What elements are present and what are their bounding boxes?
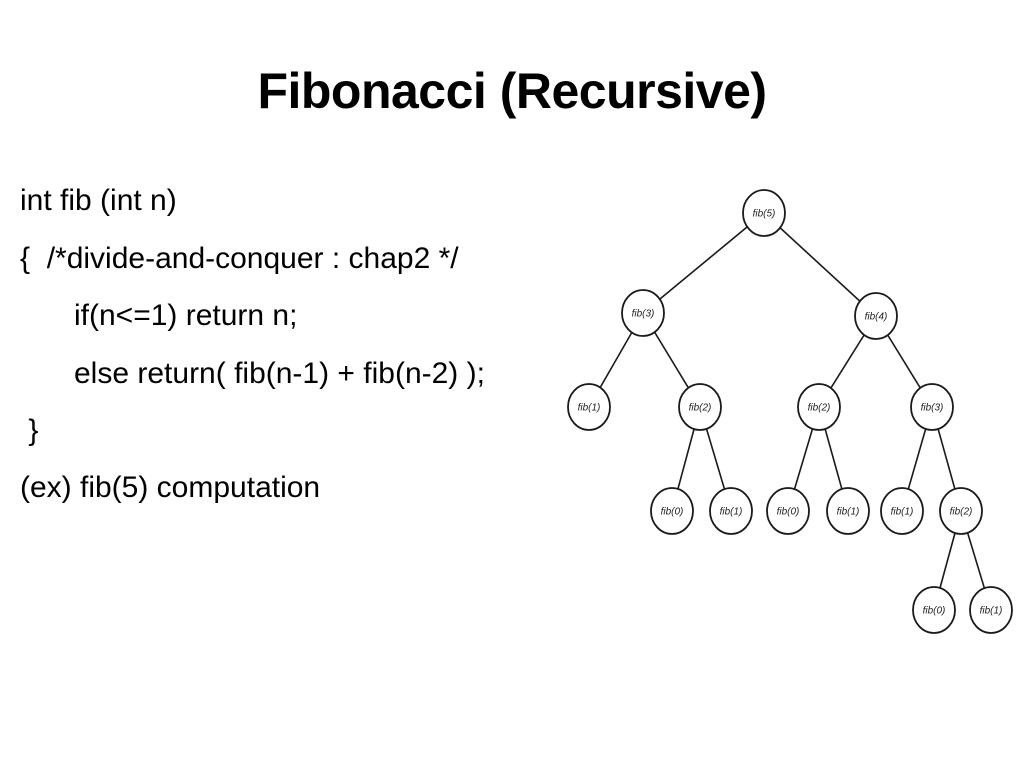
tree-node-label: fib(1) bbox=[720, 507, 743, 518]
tree-node-n3a2: fib(2) bbox=[678, 383, 722, 431]
code-line-else: else return( fib(n-1) + fib(n-2) ); bbox=[74, 357, 485, 390]
tree-node-l6: fib(2) bbox=[939, 487, 983, 535]
tree-node-circle bbox=[939, 487, 983, 535]
tree-node-n4a3: fib(3) bbox=[910, 383, 954, 431]
tree-node-l5: fib(1) bbox=[880, 487, 924, 535]
tree-node-n3: fib(3) bbox=[621, 289, 665, 337]
code-line-signature: int fib (int n) bbox=[20, 184, 177, 217]
tree-node-label: fib(1) bbox=[980, 606, 1003, 617]
code-line-example: (ex) fib(5) computation bbox=[20, 471, 321, 504]
tree-node-label: fib(0) bbox=[923, 606, 946, 617]
tree-edge-n5-n3 bbox=[642, 212, 765, 314]
tree-node-l2: fib(1) bbox=[709, 487, 753, 535]
tree-node-label: fib(3) bbox=[921, 403, 944, 414]
tree-node-label: fib(3) bbox=[632, 309, 655, 320]
recursion-tree-diagram: fib(5) fib(4) fib(3) fib(1) fib(2) fib(2) fib(… bbox=[542, 162, 1024, 652]
tree-node-l8: fib(1) bbox=[969, 586, 1013, 634]
slide-title: Fibonacci (Recursive) bbox=[257, 63, 767, 119]
tree-node-circle bbox=[742, 189, 786, 237]
code-line-close-brace: } bbox=[20, 414, 39, 447]
tree-node-label: fib(1) bbox=[837, 507, 860, 518]
tree-node-circle bbox=[969, 586, 1013, 634]
tree-node-label: fib(2) bbox=[689, 403, 712, 414]
tree-node-circle bbox=[880, 487, 924, 535]
tree-node-label: fib(4) bbox=[865, 312, 888, 323]
tree-node-circle bbox=[650, 487, 694, 535]
tree-node-circle bbox=[766, 487, 810, 535]
code-block: int fib (int n) { /*divide-and-conquer :… bbox=[20, 184, 485, 504]
tree-node-label: fib(2) bbox=[808, 403, 831, 414]
tree-node-l3: fib(0) bbox=[766, 487, 810, 535]
tree-node-circle bbox=[621, 289, 665, 337]
tree-node-label: fib(1) bbox=[578, 403, 601, 414]
tree-node-label: fib(5) bbox=[753, 209, 776, 220]
tree-node-l7: fib(0) bbox=[912, 586, 956, 634]
tree-node-circle bbox=[912, 586, 956, 634]
tree-node-circle bbox=[567, 383, 611, 431]
tree-node-circle bbox=[678, 383, 722, 431]
tree-node-circle bbox=[910, 383, 954, 431]
tree-node-n4: fib(4) bbox=[854, 292, 898, 340]
tree-node-n4a2: fib(2) bbox=[797, 383, 841, 431]
tree-node-l4: fib(1) bbox=[826, 487, 870, 535]
tree-node-circle bbox=[854, 292, 898, 340]
code-line-open-brace: { /*divide-and-conquer : chap2 */ bbox=[20, 242, 459, 275]
tree-node-circle bbox=[797, 383, 841, 431]
code-line-if: if(n<=1) return n; bbox=[74, 299, 298, 332]
tree-node-label: fib(2) bbox=[950, 507, 973, 518]
tree-node-n5: fib(5) bbox=[742, 189, 786, 237]
tree-edge-n5-n4 bbox=[763, 212, 877, 317]
tree-node-circle bbox=[709, 487, 753, 535]
recursion-tree-svg: fib(5) fib(4) fib(3) fib(1) fib(2) fib(2) fib(… bbox=[567, 189, 1013, 634]
tree-node-label: fib(0) bbox=[777, 507, 800, 518]
tree-node-l1: fib(0) bbox=[650, 487, 694, 535]
tree-node-circle bbox=[826, 487, 870, 535]
tree-node-label: fib(1) bbox=[891, 507, 914, 518]
tree-node-n3a1: fib(1) bbox=[567, 383, 611, 431]
tree-node-label: fib(0) bbox=[661, 507, 684, 518]
